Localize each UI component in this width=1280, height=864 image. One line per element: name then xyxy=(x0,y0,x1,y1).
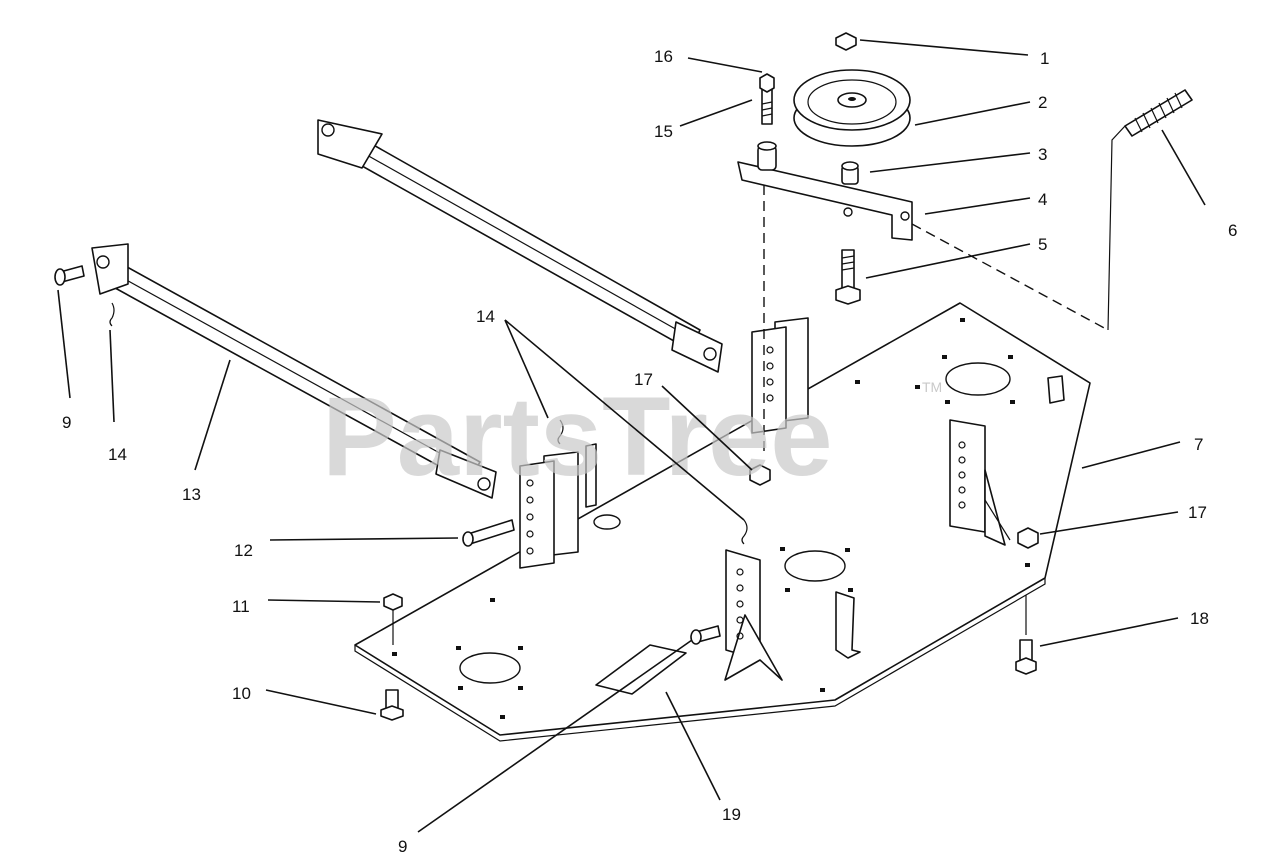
pulley-nut xyxy=(835,32,857,51)
hex-nut-right xyxy=(1017,527,1039,549)
deck-opening xyxy=(593,514,621,530)
extension-spring xyxy=(1107,89,1193,331)
deck-opening xyxy=(784,550,846,582)
callout-9-left: 9 xyxy=(62,413,71,432)
idler-pulley xyxy=(793,69,911,147)
callout-labels: 1 2 3 4 5 6 7 9 9 10 11 12 13 14 14 15 1… xyxy=(62,47,1237,856)
hairpin-clip-front xyxy=(741,519,748,545)
callout-19: 19 xyxy=(722,805,741,824)
carriage-bolt xyxy=(759,73,775,125)
callout-14-center: 14 xyxy=(476,307,495,326)
callout-17-right: 17 xyxy=(1188,503,1207,522)
hitch-bracket-center xyxy=(751,317,809,434)
hairpin-clip-left xyxy=(109,302,115,327)
spacer xyxy=(841,161,859,185)
callout-10: 10 xyxy=(232,684,251,703)
callout-14-left: 14 xyxy=(108,445,127,464)
hairpin-clip-center xyxy=(557,419,564,445)
callout-3: 3 xyxy=(1038,145,1047,164)
hex-bolt-left xyxy=(380,689,404,721)
watermark-tm: TM xyxy=(922,379,942,395)
hex-nut-center xyxy=(749,464,771,486)
leader-lines xyxy=(57,39,1206,833)
callout-2: 2 xyxy=(1038,93,1047,112)
callout-6: 6 xyxy=(1228,221,1237,240)
idler-arm xyxy=(737,161,913,241)
clevis-pin-left xyxy=(54,265,85,286)
callout-18: 18 xyxy=(1190,609,1209,628)
watermark: PartsTree xyxy=(322,374,833,499)
clevis-pin-deck xyxy=(462,519,515,547)
arm-axis-line xyxy=(911,223,1109,331)
hex-nut-left xyxy=(383,593,403,611)
hitch-bracket-left xyxy=(519,443,597,569)
bushing xyxy=(757,141,777,171)
hex-bolt-right xyxy=(1015,639,1037,675)
callout-1: 1 xyxy=(1040,49,1049,68)
callout-12: 12 xyxy=(234,541,253,560)
clevis-pin-front xyxy=(690,625,721,645)
callout-17-center: 17 xyxy=(634,370,653,389)
lift-arm-front xyxy=(91,243,497,499)
callout-15: 15 xyxy=(654,122,673,141)
callout-11: 11 xyxy=(232,597,250,616)
shoulder-bolt xyxy=(835,249,861,305)
lift-arm-rear xyxy=(317,119,723,373)
mounting-holes xyxy=(392,318,1030,719)
deck-opening xyxy=(459,652,521,684)
callout-13: 13 xyxy=(182,485,201,504)
deck-plate xyxy=(354,302,1091,742)
deck-opening xyxy=(945,362,1011,396)
callout-5: 5 xyxy=(1038,235,1047,254)
callout-9-bottom: 9 xyxy=(398,837,407,856)
callout-16: 16 xyxy=(654,47,673,66)
callout-7: 7 xyxy=(1194,435,1203,454)
callout-4: 4 xyxy=(1038,190,1047,209)
gusset-bracket-front xyxy=(724,549,861,681)
gusset-bracket-right xyxy=(949,375,1065,546)
